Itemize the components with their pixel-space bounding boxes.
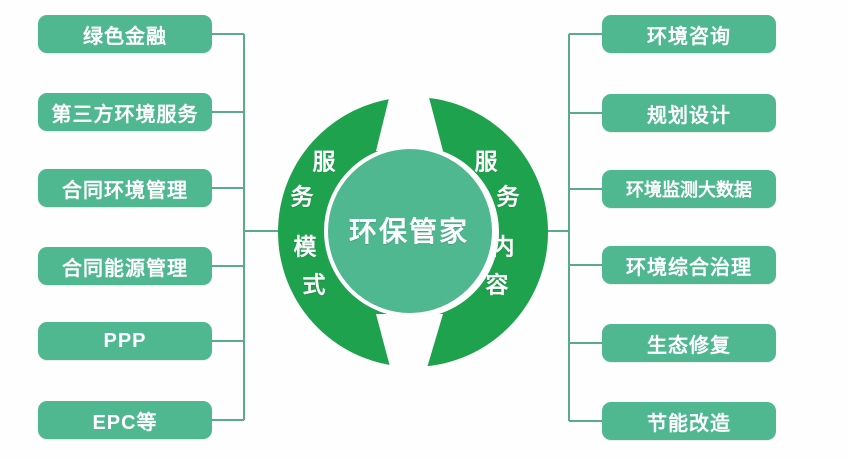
node-epc: EPC等	[38, 401, 212, 439]
right-connector-lines	[544, 33, 602, 422]
ring-char: 容	[485, 271, 509, 298]
node-label: 节能改造	[647, 412, 731, 435]
node-label: 第三方环境服务	[51, 103, 199, 126]
node-label: 环境综合治理	[626, 256, 752, 279]
node-label: 环境监测大数据	[626, 180, 752, 200]
node-env-monitoring-bigdata: 环境监测大数据	[602, 170, 776, 208]
center-circle	[324, 145, 496, 317]
ring-char: 模	[293, 233, 317, 260]
ring-char: 务	[290, 183, 314, 210]
ring-top-notch	[376, 86, 443, 151]
ring-char: 式	[302, 271, 326, 298]
node-label: PPP	[103, 329, 147, 352]
center-title: 环保管家	[348, 216, 470, 247]
ring-char: 服	[312, 148, 336, 175]
node-eco-restoration: 生态修复	[602, 324, 776, 362]
node-planning-design: 规划设计	[602, 94, 776, 132]
node-env-consulting: 环境咨询	[602, 15, 776, 53]
ring-char: 务	[496, 183, 520, 210]
node-label: 环境咨询	[647, 25, 731, 48]
node-label: 规划设计	[647, 104, 731, 127]
node-label: 合同能源管理	[62, 257, 188, 280]
node-green-finance: 绿色金融	[38, 15, 212, 53]
node-label: 绿色金融	[83, 25, 167, 48]
node-contract-env-management: 合同环境管理	[38, 169, 212, 207]
left-connector-lines	[212, 33, 282, 421]
node-contract-energy-management: 合同能源管理	[38, 247, 212, 285]
node-label: 合同环境管理	[62, 179, 188, 202]
node-env-comprehensive-treatment: 环境综合治理	[602, 246, 776, 284]
node-label: EPC等	[92, 411, 158, 434]
node-label: 生态修复	[647, 334, 731, 357]
node-ppp: PPP	[38, 322, 212, 360]
ring-char: 服	[474, 148, 498, 175]
node-energy-saving-retrofit: 节能改造	[602, 402, 776, 440]
ring-bottom-notch	[376, 314, 443, 378]
ring-char: 内	[491, 233, 515, 260]
node-third-party-env-service: 第三方环境服务	[38, 93, 212, 131]
